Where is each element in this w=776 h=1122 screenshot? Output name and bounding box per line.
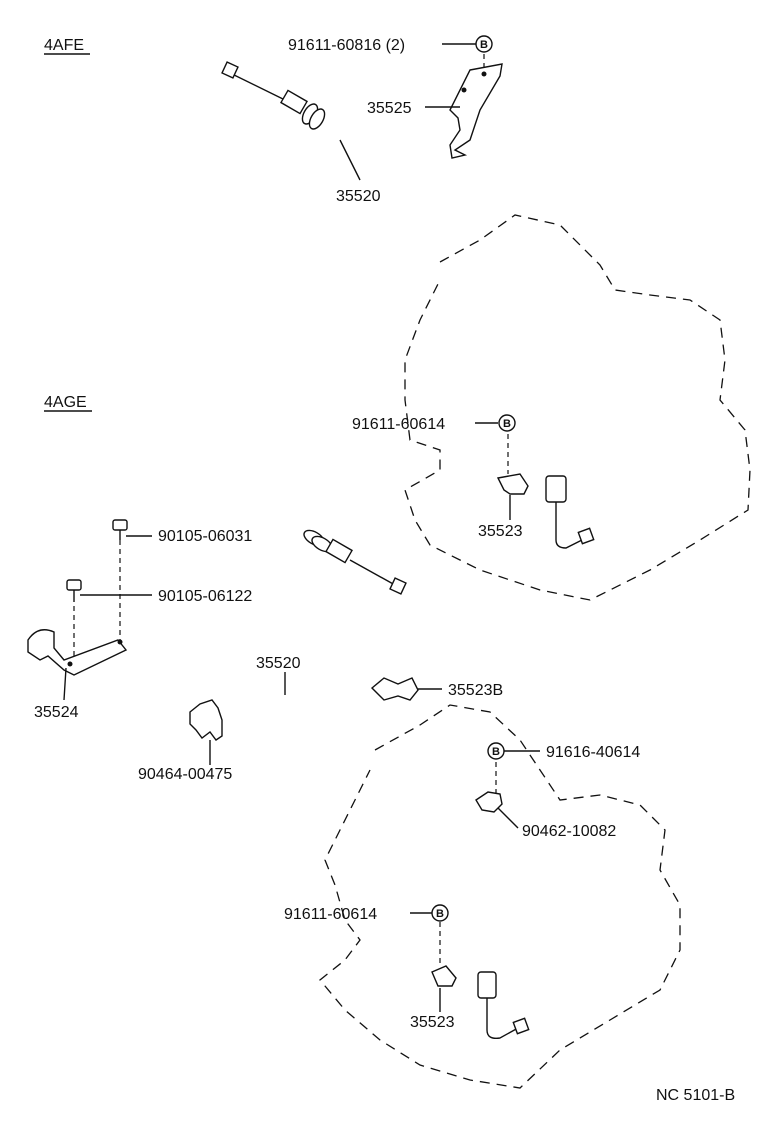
upper-transmission-outline — [404, 214, 751, 601]
upper-shift-cable — [221, 61, 595, 549]
label-l-bolt3: 91616-40614 — [546, 744, 640, 761]
section-label-upper: 4AFE — [44, 37, 84, 54]
label-u-clamp: 35523 — [478, 523, 523, 540]
label-l-bolt1: 90105-06031 — [158, 528, 252, 545]
cable-clip — [370, 677, 419, 701]
upper-cable-bracket — [449, 63, 503, 159]
lower-cable-bracket — [27, 629, 128, 676]
lower-shift-cable — [65, 434, 530, 1040]
section-label-lower: 4AGE — [44, 394, 87, 411]
label-l-clip: 35523B — [448, 682, 503, 699]
callout-b-lower-1: B — [487, 742, 505, 760]
section-heading-4afe: 4AFE — [44, 37, 90, 55]
label-l-grommet: 90464-00475 — [138, 766, 232, 783]
section-heading-4age: 4AGE — [44, 394, 92, 412]
callout-b-upper-2: B — [498, 414, 516, 432]
svg-text:B: B — [436, 908, 444, 920]
label-u-cable: 35520 — [336, 188, 381, 205]
bolt-90105-06122 — [66, 579, 82, 602]
svg-text:B: B — [492, 746, 500, 758]
label-l-bolt2: 90105-06122 — [158, 588, 252, 605]
callout-b-lower-2: B — [431, 904, 449, 922]
svg-text:B: B — [480, 39, 488, 51]
callout-b-upper-1: B — [475, 35, 493, 53]
label-l-nut: 90462-10082 — [522, 823, 616, 840]
label-l-clamp: 35523 — [410, 1014, 455, 1031]
label-l-bolt4: 91611-60614 — [284, 906, 377, 923]
label-u-bolt: 91611-60816 (2) — [288, 37, 405, 54]
label-u-bolt2: 91611-60614 — [352, 416, 445, 433]
svg-text:B: B — [503, 418, 511, 430]
leader-lines — [63, 43, 540, 1012]
label-l-bracket: 35524 — [34, 704, 79, 721]
bolt-90105-06031 — [112, 519, 128, 540]
diagram-code: NC 5101-B — [656, 1087, 735, 1104]
lower-transmission-outline — [319, 704, 681, 1089]
lower-cable-clamp — [431, 965, 457, 987]
grommet — [189, 699, 223, 741]
upper-cable-clamp — [496, 473, 529, 495]
clamp-nut — [475, 791, 503, 813]
label-l-cable: 35520 — [256, 655, 301, 672]
label-u-bracket: 35525 — [367, 100, 412, 117]
